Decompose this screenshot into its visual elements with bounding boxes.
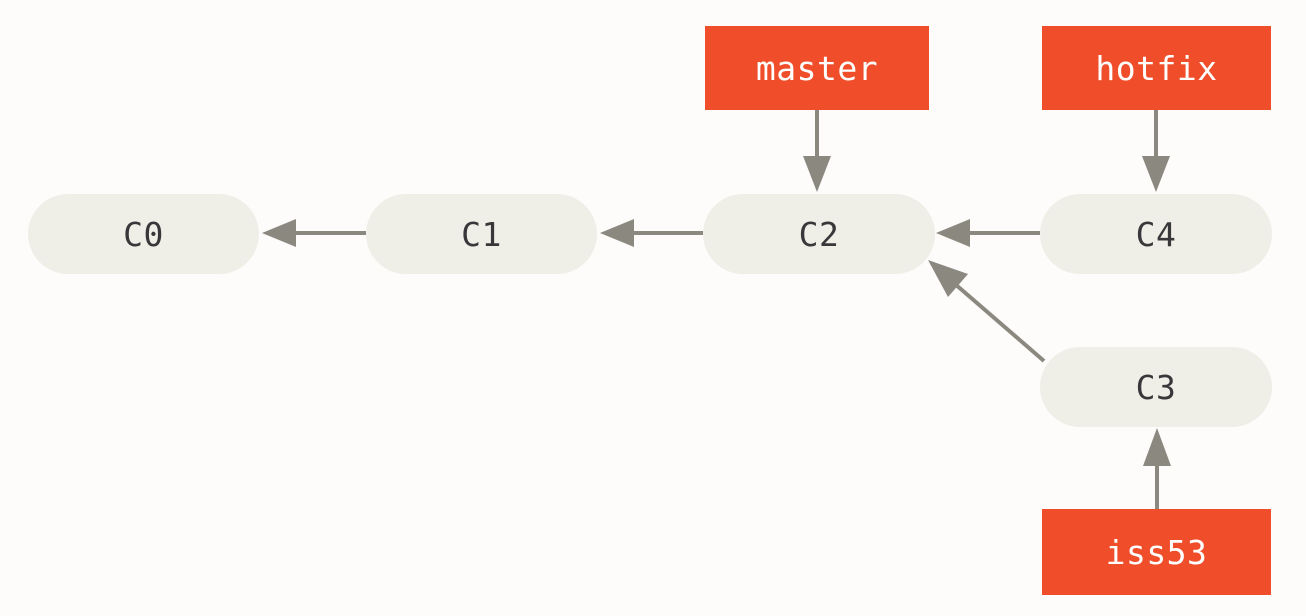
commit-label-c3: C3 [1135,367,1177,407]
edge-c4-to-c2 [936,219,1040,247]
edge-c3-to-c2 [928,260,1046,363]
branch-label-iss53[interactable]: iss53 [1042,509,1271,595]
commit-label-c0: C0 [123,214,164,254]
commit-node-c3[interactable]: C3 [1040,347,1272,427]
branch-text-hotfix: hotfix [1095,48,1218,88]
branch-text-iss53: iss53 [1105,532,1208,572]
commit-label-c2: C2 [798,214,840,254]
edge-hotfix-to-c4 [1142,110,1170,192]
commit-node-c4[interactable]: C4 [1040,194,1272,274]
branch-label-master[interactable]: master [705,26,929,110]
edge-c2-to-c1 [600,219,703,247]
branch-text-master: master [755,48,879,88]
commit-node-c0[interactable]: C0 [28,194,259,274]
branch-label-hotfix[interactable]: hotfix [1042,26,1271,110]
edge-c1-to-c0 [262,219,366,247]
edge-master-to-c2 [803,110,831,192]
edge-iss53-to-c3 [1143,428,1171,509]
commit-node-c1[interactable]: C1 [366,194,597,274]
commit-label-c4: C4 [1135,214,1177,254]
commit-node-c2[interactable]: C2 [703,194,935,274]
commit-label-c1: C1 [461,214,502,254]
